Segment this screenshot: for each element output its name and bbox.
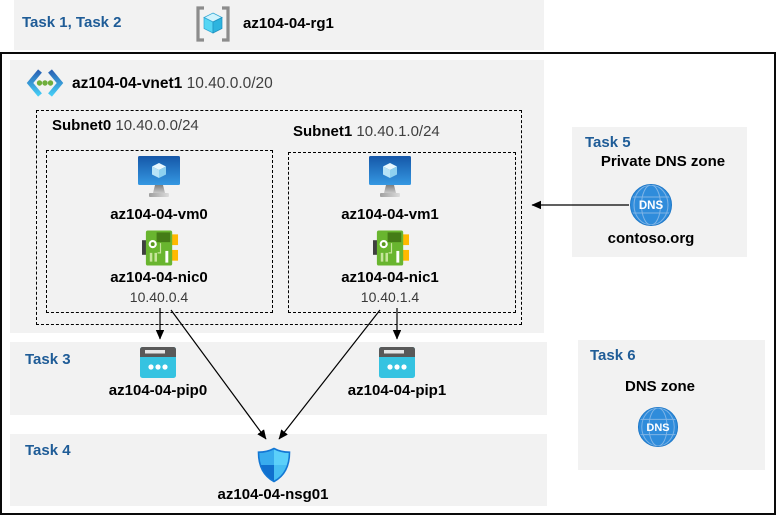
nsg-shield-icon (257, 447, 291, 483)
public-ip-icon (140, 347, 176, 378)
task6-label: Task 6 (590, 347, 636, 364)
resource-group-name: az104-04-rg1 (243, 15, 334, 32)
vnet-title: az104-04-vnet1 10.40.0.0/20 (72, 75, 273, 93)
pip1-label: az104-04-pip1 (347, 382, 447, 399)
nic0-ip: 10.40.0.4 (129, 289, 189, 305)
nic-icon (142, 229, 179, 267)
vnet-cidr: 10.40.0.0/20 (186, 75, 273, 92)
vnet-name: az104-04-vnet1 (72, 75, 183, 92)
subnet1-title: Subnet1 10.40.1.0/24 (293, 123, 440, 140)
vnet-panel (10, 60, 544, 333)
task5-label: Task 5 (585, 134, 631, 151)
task3-label: Task 3 (25, 351, 71, 368)
subnet0-cidr: 10.40.0.0/24 (115, 117, 199, 134)
resource-group-band: Task 1, Task 2 az104-04-rg1 (14, 0, 544, 50)
public-ip-icon (379, 347, 415, 378)
task5-box: Task 5 Private DNS zone DNS contoso.org (572, 127, 747, 257)
nic-icon (373, 229, 410, 267)
dns-icon-text: DNS (639, 200, 664, 212)
task3-band: Task 3 (10, 342, 547, 415)
private-dns-zone-name: contoso.org (607, 230, 695, 247)
vm-icon (368, 156, 412, 202)
subnet1-name: Subnet1 (293, 123, 353, 140)
resource-group-icon (193, 5, 233, 43)
dns-globe-icon: DNS (629, 183, 673, 227)
nic1-label: az104-04-nic1 (341, 269, 439, 286)
nic0-label: az104-04-nic0 (110, 269, 208, 286)
private-dns-zone-title: Private DNS zone (600, 153, 726, 170)
subnet1-box (288, 152, 516, 313)
nsg-label: az104-04-nsg01 (217, 486, 329, 503)
task4-label: Task 4 (25, 442, 71, 459)
subnet1-cidr: 10.40.1.0/24 (356, 123, 440, 140)
vm1-label: az104-04-vm1 (341, 206, 439, 223)
resource-group-boundary (0, 52, 776, 515)
dns-icon-text: DNS (646, 422, 669, 434)
subnet0-title: Subnet0 10.40.0.0/24 (52, 117, 199, 134)
vm-icon (137, 156, 181, 202)
dns-zone-title: DNS zone (624, 378, 695, 395)
subnet0-name: Subnet0 (52, 117, 112, 134)
nic1-ip: 10.40.1.4 (360, 289, 420, 305)
task12-label: Task 1, Task 2 (22, 14, 122, 31)
vnet-icon (26, 68, 64, 98)
pip0-label: az104-04-pip0 (108, 382, 208, 399)
dns-globe-icon: DNS (637, 406, 679, 448)
vm0-label: az104-04-vm0 (110, 206, 208, 223)
task6-box: Task 6 DNS zone DNS (578, 340, 765, 470)
